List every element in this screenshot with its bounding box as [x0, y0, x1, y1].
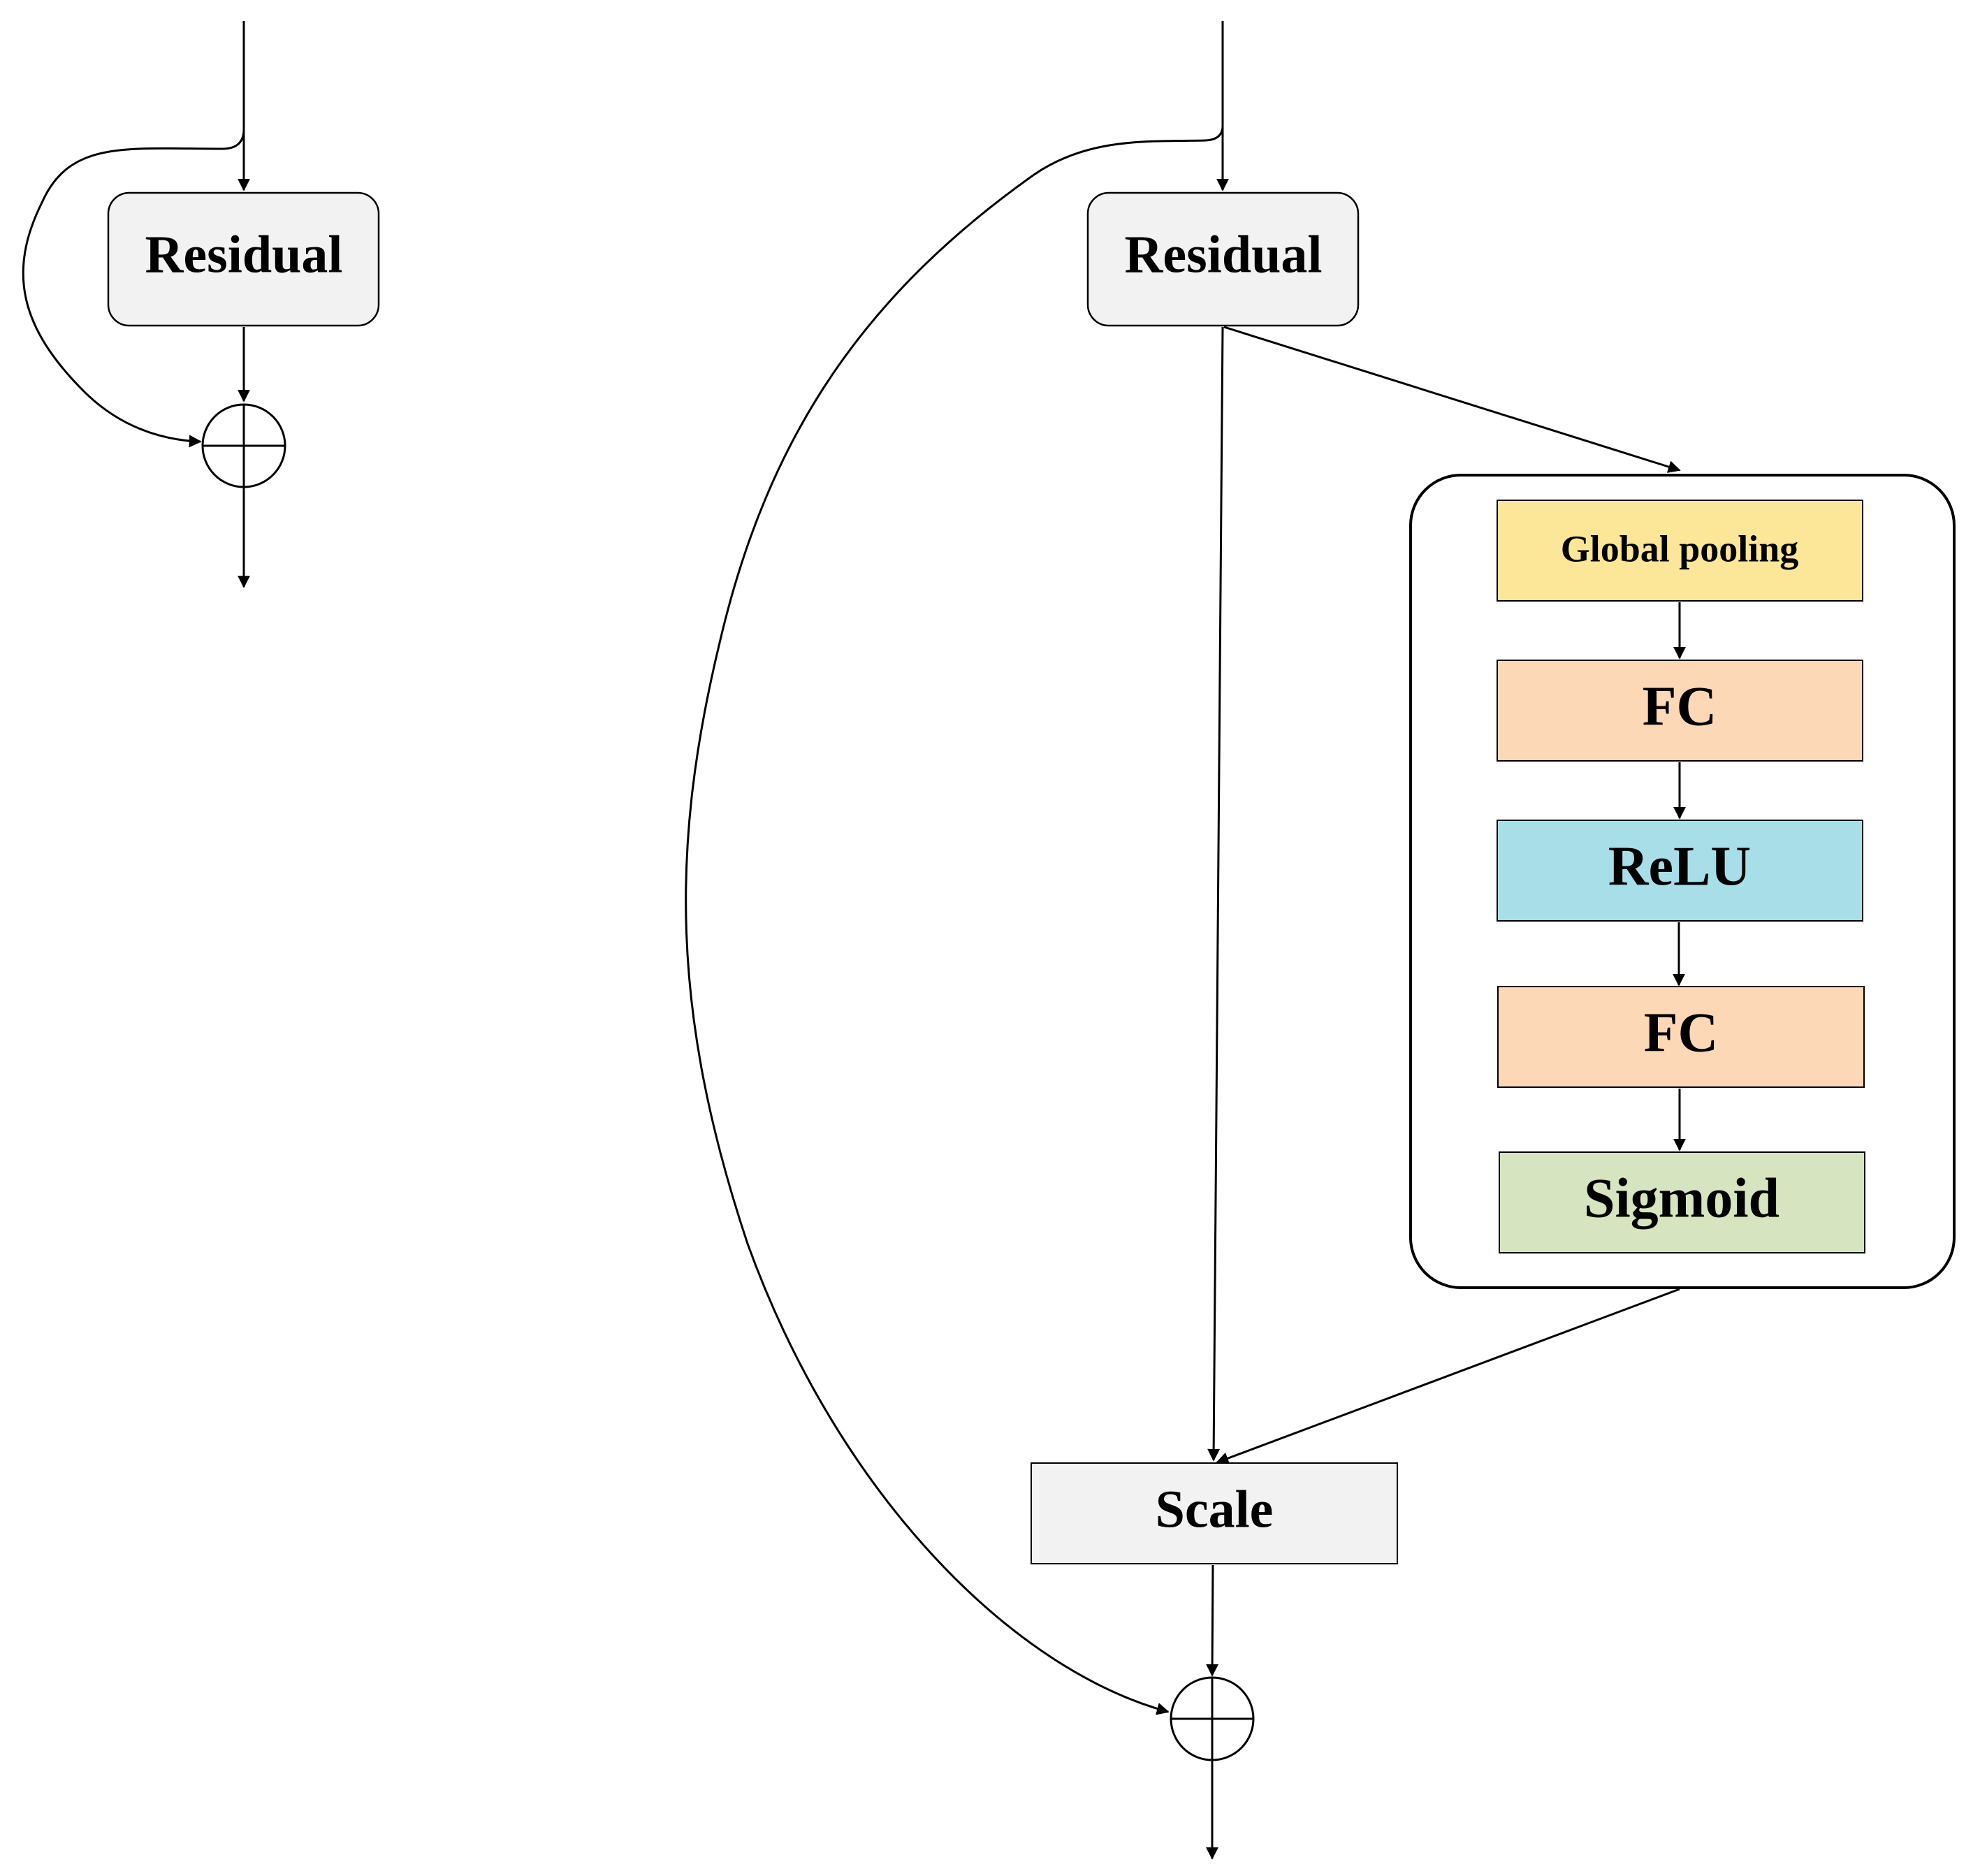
se-step-fc-2: FC	[1497, 986, 1865, 1088]
left-residual-box	[107, 191, 380, 327]
se-step-fc-1-box	[1497, 660, 1863, 762]
se-step-global-pooling-box	[1497, 500, 1863, 602]
se-step-relu: ReLU	[1497, 820, 1863, 922]
se-step-fc-2-box	[1497, 986, 1865, 1088]
se-step-relu-box	[1497, 820, 1863, 922]
scale-label: Scale	[1156, 1480, 1274, 1539]
residual-to-scale-arrow	[1207, 326, 1224, 1462]
se-step-sigmoid-label: Sigmoid	[1584, 1168, 1779, 1229]
se-step-fc-2-label: FC	[1644, 1002, 1719, 1063]
se-step-global-pooling: Global pooling	[1497, 500, 1863, 602]
se-step-global-pooling-label: Global pooling	[1561, 528, 1799, 569]
se-to-scale-arrow	[1216, 1288, 1680, 1464]
se-step-fc-1-label: FC	[1643, 676, 1717, 737]
se-step-sigmoid-box	[1499, 1151, 1865, 1253]
se-step-fc-1: FC	[1497, 660, 1863, 762]
right-sum-node-icon	[1170, 1676, 1255, 1761]
left-residual-label: Residual	[145, 225, 343, 284]
se-step-relu-label: ReLU	[1608, 836, 1751, 897]
residual-to-se-arrow	[1223, 326, 1681, 473]
left-sum-node-icon	[201, 403, 286, 488]
scale-to-sum-arrow	[1206, 1564, 1219, 1677]
right-se-residual-block: Residual Global pooling FC ReLU FC	[685, 21, 1956, 1860]
right-residual-box	[1086, 191, 1360, 327]
left-skip-connection	[22, 21, 245, 448]
scale-box	[1031, 1462, 1398, 1564]
right-residual-label: Residual	[1125, 225, 1323, 284]
right-skip-connection	[685, 21, 1224, 1715]
se-step-sigmoid: Sigmoid	[1499, 1151, 1865, 1253]
left-residual-block: Residual	[22, 21, 380, 588]
